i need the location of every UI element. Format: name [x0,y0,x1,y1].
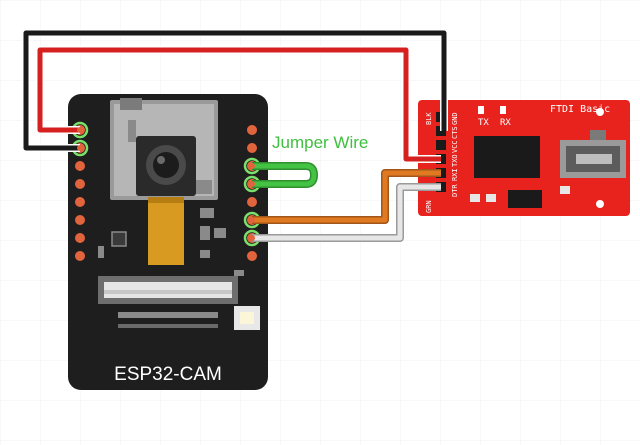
wire-5v-red [37,47,441,162]
jumper-wire-label: Jumper Wire [272,133,368,152]
pin-label-txo: TXO [451,154,459,167]
adapter-pin-labels: BLK GND CTS VCC TXO RXI DTR GRN [425,112,459,213]
board-label: ESP32-CAM [114,364,222,385]
fpc-connector [98,276,238,304]
wire-gnd-black [23,30,447,151]
ftdi-chip [474,136,540,178]
pin-label-rxi: RXI [451,168,459,181]
camera-ribbon-cable [148,197,184,265]
pin-label-blk: BLK [425,112,433,125]
wire-rx-white [252,184,441,241]
rx-led [500,106,506,114]
usb-connector [560,130,626,178]
rx-label: RX [500,118,511,128]
tx-led [478,106,484,114]
jumper-wire [252,163,317,187]
ftdi-adapter: BLK GND CTS VCC TXO RXI DTR GRN TX RX FT… [418,100,630,216]
adapter-label: FTDI Basic [550,104,610,115]
pin-label-cts: CTS [451,126,459,139]
pin-label-gnd: GND [451,112,459,125]
pin-label-vcc: VCC [451,140,459,153]
wires [22,29,448,242]
wire-tx-orange [252,170,441,223]
camera-module [136,136,196,196]
pin-label-dtr: DTR [451,184,459,197]
esp32-cam-board: ESP32-CAM [68,94,268,390]
tx-label: TX [478,118,489,128]
pin-label-grn: GRN [425,200,433,213]
smd-chip [111,231,127,247]
